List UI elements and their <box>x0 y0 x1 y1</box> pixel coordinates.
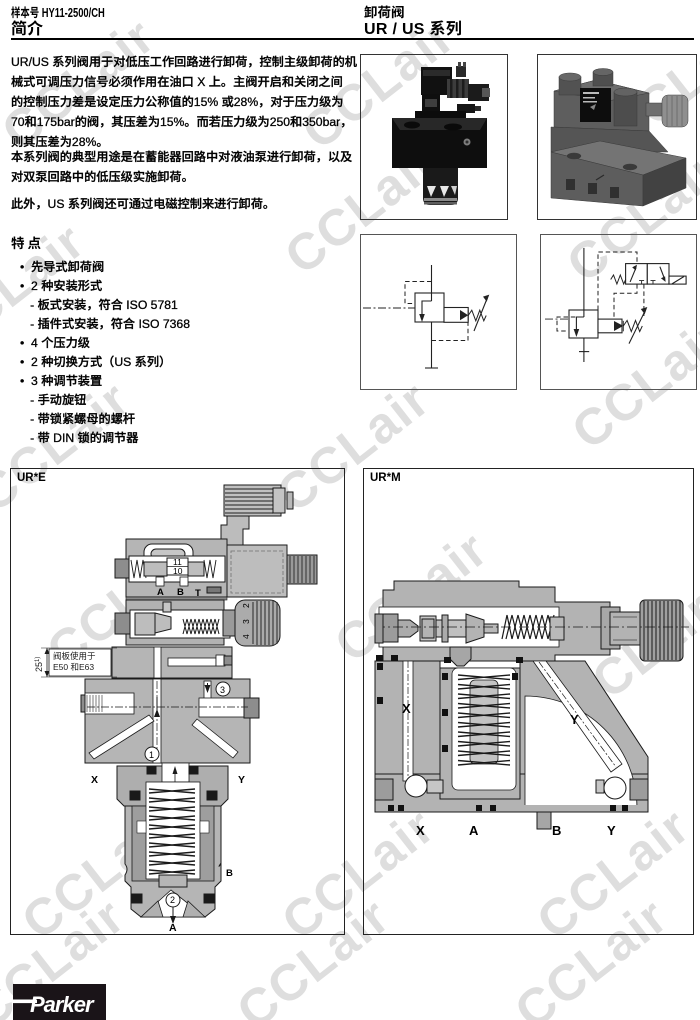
svg-text:A: A <box>157 587 164 598</box>
svg-text:4: 4 <box>241 634 251 639</box>
svg-text:1: 1 <box>149 750 154 760</box>
svg-text:T: T <box>195 588 201 599</box>
svg-text:A: A <box>169 922 177 934</box>
svg-text:251): 251) <box>34 657 44 672</box>
svg-text:B: B <box>177 587 184 598</box>
svg-text:X: X <box>416 823 425 838</box>
svg-text:3: 3 <box>220 685 225 695</box>
svg-text:Parker: Parker <box>30 992 95 1017</box>
svg-text:Y: Y <box>238 774 245 786</box>
svg-text:Y: Y <box>607 823 616 838</box>
svg-text:X: X <box>91 774 98 786</box>
svg-text:E50 和E63: E50 和E63 <box>53 662 94 672</box>
svg-text:阀板使用于: 阀板使用于 <box>53 651 96 661</box>
svg-text:Y: Y <box>570 712 579 727</box>
svg-text:X: X <box>402 701 411 716</box>
svg-text:B: B <box>552 823 561 838</box>
svg-text:A: A <box>469 823 479 838</box>
svg-text:11: 11 <box>173 557 182 567</box>
svg-text:2: 2 <box>241 603 251 608</box>
svg-text:B: B <box>226 868 233 879</box>
svg-text:2: 2 <box>170 895 175 905</box>
svg-text:3: 3 <box>241 619 251 624</box>
svg-text:10: 10 <box>173 566 183 576</box>
